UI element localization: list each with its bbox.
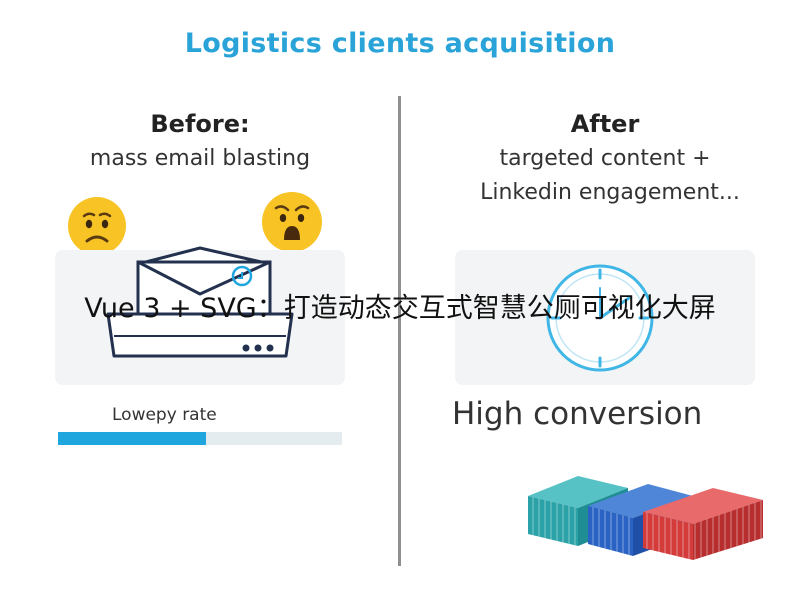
rate-progress-bar: [58, 432, 342, 445]
conversion-label: High conversion: [452, 396, 703, 432]
shipping-containers-icon: [528, 476, 763, 560]
before-subtitle: mass email blasting: [89, 146, 311, 171]
overlay-caption: Vue 3 + SVG：打造动态交互式智慧公厕可视化大屏: [84, 293, 716, 324]
rate-progress-fill: [58, 432, 206, 445]
after-subtitle-line2: Linkedin engagement...: [480, 180, 740, 205]
after-subtitle-line1: targeted content +: [499, 146, 711, 171]
worried-face-icon: [68, 197, 126, 255]
before-heading: Before:: [150, 110, 250, 138]
after-heading: After: [570, 110, 640, 138]
clock-icon: [546, 264, 654, 372]
rate-label: Lowepy rate: [112, 405, 217, 425]
envelope-inbox-icon: [106, 246, 294, 358]
anguished-face-icon: [262, 192, 322, 252]
page-title: Logistics clients acquisition: [184, 28, 616, 59]
center-divider: [398, 96, 401, 566]
